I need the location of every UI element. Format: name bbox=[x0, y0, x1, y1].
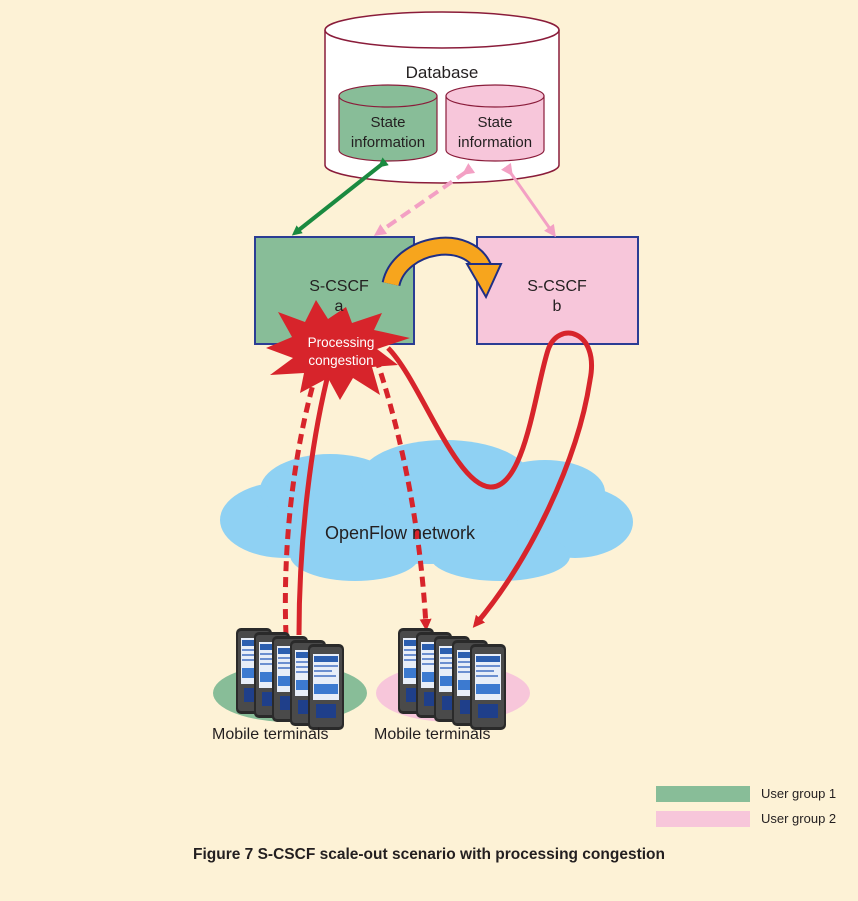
terminals-label-2: Mobile terminals bbox=[374, 726, 491, 743]
server-a-label: S-CSCF bbox=[309, 278, 369, 295]
state-store-group1 bbox=[338, 84, 438, 162]
legend-swatch-group2 bbox=[656, 811, 750, 827]
arrow-db-to-a bbox=[291, 157, 389, 236]
server-a-id: a bbox=[334, 298, 344, 315]
database-title: Database bbox=[405, 63, 479, 82]
legend-label-group1: User group 1 bbox=[761, 786, 837, 801]
network-label: OpenFlow network bbox=[324, 523, 476, 543]
congestion-burst bbox=[266, 300, 410, 400]
terminals-label-1: Mobile terminals bbox=[212, 726, 329, 743]
legend-label-group2: User group 2 bbox=[761, 811, 837, 826]
server-b-label: S-CSCF bbox=[527, 278, 587, 295]
state-info-label-2: State information bbox=[457, 114, 533, 151]
server-box-b bbox=[476, 236, 639, 345]
state-info-label-1: State information bbox=[350, 114, 426, 151]
flow-a-to-terminals1-dashed bbox=[282, 362, 322, 636]
arrow-db-to-a-dashed bbox=[373, 163, 476, 236]
legend-swatch-group1 bbox=[656, 786, 750, 802]
figure-caption: Figure 7 S-CSCF scale-out scenario with … bbox=[193, 846, 665, 863]
flow-a-to-b-to-terminals2 bbox=[386, 330, 594, 628]
flow-a-to-terminals1 bbox=[296, 362, 335, 636]
arrow-db-to-b bbox=[501, 162, 556, 238]
cloud-shape bbox=[220, 440, 633, 581]
state-store-group2 bbox=[445, 84, 545, 162]
transfer-arrow-icon bbox=[381, 236, 503, 300]
server-b-id: b bbox=[552, 298, 562, 315]
flow-a-to-terminals2-dashed bbox=[373, 357, 432, 631]
congestion-label: Processing congestion bbox=[307, 335, 375, 368]
